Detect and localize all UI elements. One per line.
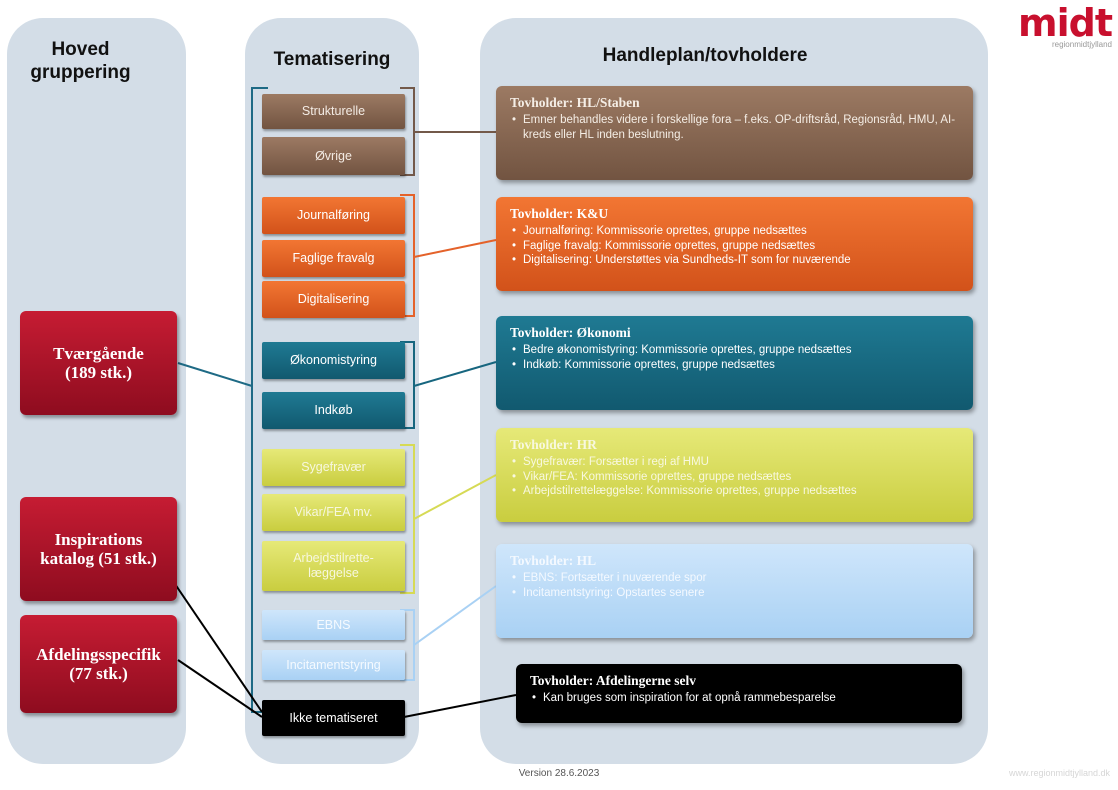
region-midt-logo: midt regionmidtjylland	[1018, 1, 1113, 49]
theme-oevrige: Øvrige	[262, 137, 405, 175]
owner-item: Bedre økonomistyring: Kommissorie oprett…	[512, 343, 963, 358]
owner-item: Emner behandles videre i forskellige for…	[512, 113, 963, 142]
theme-oekonomistyring: Økonomistyring	[262, 342, 405, 379]
theme-sygefravaer: Sygefravær	[262, 449, 405, 486]
hoved-title: Hoved gruppering	[30, 39, 131, 83]
theme-digitalisering: Digitalisering	[262, 281, 405, 318]
owner-item: Incitamentstyring: Opstartes senere	[512, 586, 963, 601]
owner-item: Vikar/FEA: Kommissorie oprettes, gruppe …	[512, 470, 963, 485]
owner-item: Kan bruges som inspiration for at opnå r…	[532, 691, 952, 706]
owner-afdelingerne-selv: Tovholder: Afdelingerne selv Kan bruges …	[516, 664, 962, 723]
owner-items: Emner behandles videre i forskellige for…	[510, 113, 963, 142]
theme-indkoeb: Indkøb	[262, 392, 405, 429]
tvaergaaende-connector	[177, 362, 253, 387]
theme-ikke-tematiseret: Ikke tematiseret	[262, 700, 405, 736]
owner-oekonomi: Tovholder: Økonomi Bedre økonomistyring:…	[496, 316, 973, 410]
owner-item: Journalføring: Kommissorie oprettes, gru…	[512, 224, 963, 239]
theme-incitamentstyring: Incitamentstyring	[262, 650, 405, 680]
owner-title: Tovholder: Afdelingerne selv	[530, 673, 697, 688]
owner-hr: Tovholder: HR Sygefravær: Forsætter i re…	[496, 428, 973, 522]
version-label: Version 28.6.2023	[518, 768, 600, 779]
group-inspirations-katalog: Inspirations katalog (51 stk.)	[20, 497, 177, 601]
owner-hl: Tovholder: HL EBNS: Fortsætter i nuværen…	[496, 544, 973, 638]
owner-items: EBNS: Fortsætter i nuværende spor Incita…	[510, 571, 963, 600]
owner-ku: Tovholder: K&U Journalføring: Kommissori…	[496, 197, 973, 291]
owner-hl-staben: Tovholder: HL/Staben Emner behandles vid…	[496, 86, 973, 180]
inspirations-connector	[159, 561, 263, 713]
owner-items: Journalføring: Kommissorie oprettes, gru…	[510, 224, 963, 268]
owner-items: Sygefravær: Forsætter i regi af HMU Vika…	[510, 455, 963, 499]
owner-item: Arbejdstilrettelæggelse: Kommissorie opr…	[512, 484, 963, 499]
theme-ebns: EBNS	[262, 610, 405, 640]
afdelings-connector	[177, 659, 263, 718]
owner-items: Bedre økonomistyring: Kommissorie oprett…	[510, 343, 963, 372]
owner-title: Tovholder: HL/Staben	[510, 95, 640, 110]
owner-title: Tovholder: K&U	[510, 206, 609, 221]
orange-bracket	[400, 194, 415, 317]
owner-item: EBNS: Fortsætter i nuværende spor	[512, 571, 963, 586]
logo-sub: regionmidtjylland	[1051, 40, 1112, 49]
yellow-connector	[413, 474, 497, 520]
owner-item: Digitalisering: Understøttes via Sundhed…	[512, 253, 963, 268]
owner-item: Indkøb: Kommissorie oprettes, gruppe ned…	[512, 358, 963, 373]
logo-main: midt	[1018, 1, 1113, 45]
orange-connector	[413, 239, 497, 258]
tematisering-bracket	[251, 87, 268, 713]
theme-journalfoering: Journalføring	[262, 197, 405, 234]
teal-connector	[413, 361, 497, 387]
owner-title: Tovholder: HL	[510, 553, 597, 568]
handleplan-title: Handleplan/tovholdere	[602, 45, 808, 66]
lightblue-connector	[413, 585, 497, 646]
theme-strukturelle: Strukturelle	[262, 94, 405, 129]
tematisering-title: Tematisering	[273, 49, 391, 70]
black-connector	[403, 694, 517, 718]
group-afdelingsspecifik: Afdelingsspecifik (77 stk.)	[20, 615, 177, 713]
website-label: www.regionmidtjylland.dk	[1008, 768, 1110, 778]
theme-vikar-fea: Vikar/FEA mv.	[262, 494, 405, 531]
group-tvaergaaende: Tværgående (189 stk.)	[20, 311, 177, 415]
owner-item: Faglige fravalg: Kommissorie oprettes, g…	[512, 239, 963, 254]
owner-item: Sygefravær: Forsætter i regi af HMU	[512, 455, 963, 470]
owner-items: Kan bruges som inspiration for at opnå r…	[530, 691, 952, 706]
owner-title: Tovholder: HR	[510, 437, 597, 452]
owner-title: Tovholder: Økonomi	[510, 325, 631, 340]
theme-faglige-fravalg: Faglige fravalg	[262, 240, 405, 277]
theme-arbejdstilrettelaeggelse: Arbejdstilrette-læggelse	[262, 541, 405, 591]
